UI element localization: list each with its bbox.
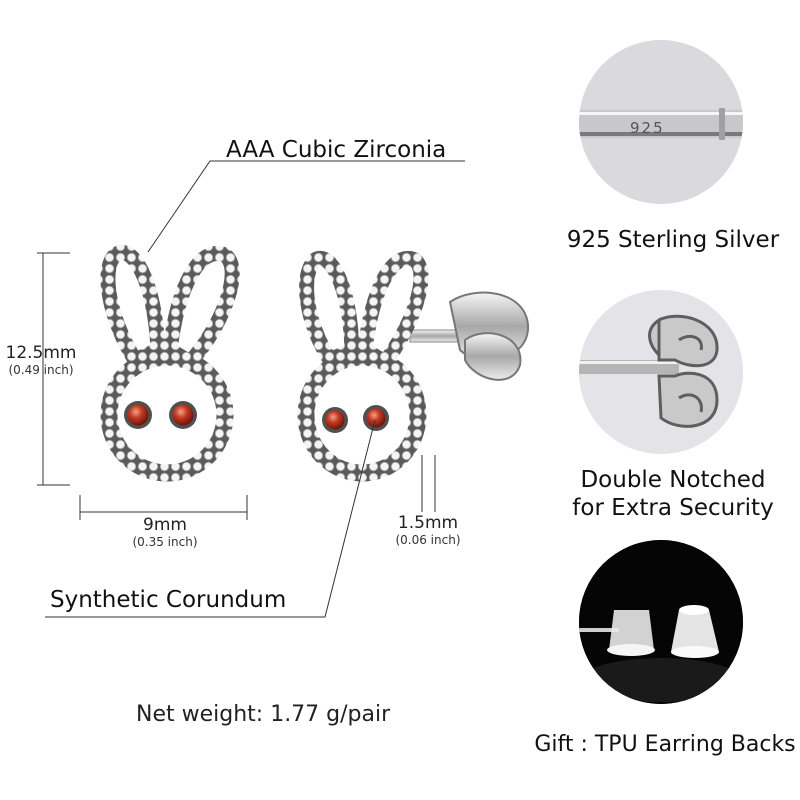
callout-zirconia: AAA Cubic Zirconia: [226, 137, 447, 163]
height-mm: 12.5mm: [5, 343, 77, 363]
depth-mm: 1.5mm: [397, 513, 459, 533]
stamp-text: 925: [630, 119, 665, 137]
feature-tpu-label: Gift : TPU Earring Backs: [534, 732, 796, 757]
head-ring: [100, 348, 234, 482]
feature-butterfly-line2: for Extra Security: [572, 495, 774, 521]
left-ear: [100, 245, 166, 368]
earring-front-image: [100, 245, 240, 482]
feature-silver-label: 925 Sterling Silver: [566, 227, 780, 253]
ruby-eye-left: [127, 404, 149, 426]
right-ear: [162, 246, 240, 370]
feature-butterfly-line1: Double Notched: [580, 467, 766, 493]
leader-zirconia: [147, 160, 465, 253]
width-mm: 9mm: [143, 515, 187, 535]
depth-inch: (0.06 inch): [395, 533, 461, 547]
feature-butterfly-label: Double Notched for Extra Security: [555, 466, 791, 522]
net-weight: Net weight: 1.77 g/pair: [136, 702, 391, 727]
height-inch: (0.49 inch): [8, 363, 74, 377]
tpu-backs-icon: [579, 540, 743, 704]
silver-stamp-icon: [579, 40, 743, 204]
depth-label: 1.5mm (0.06 inch): [380, 513, 476, 547]
callout-corundum: Synthetic Corundum: [50, 587, 287, 613]
leader-corundum: [45, 419, 376, 618]
height-label: 12.5mm (0.49 inch): [0, 343, 82, 377]
width-label: 9mm (0.35 inch): [110, 515, 220, 549]
width-inch: (0.35 inch): [132, 535, 198, 549]
dimension-lines: [37, 160, 465, 618]
butterfly-back-icon: [579, 290, 743, 454]
ruby-eye-right: [172, 404, 194, 426]
